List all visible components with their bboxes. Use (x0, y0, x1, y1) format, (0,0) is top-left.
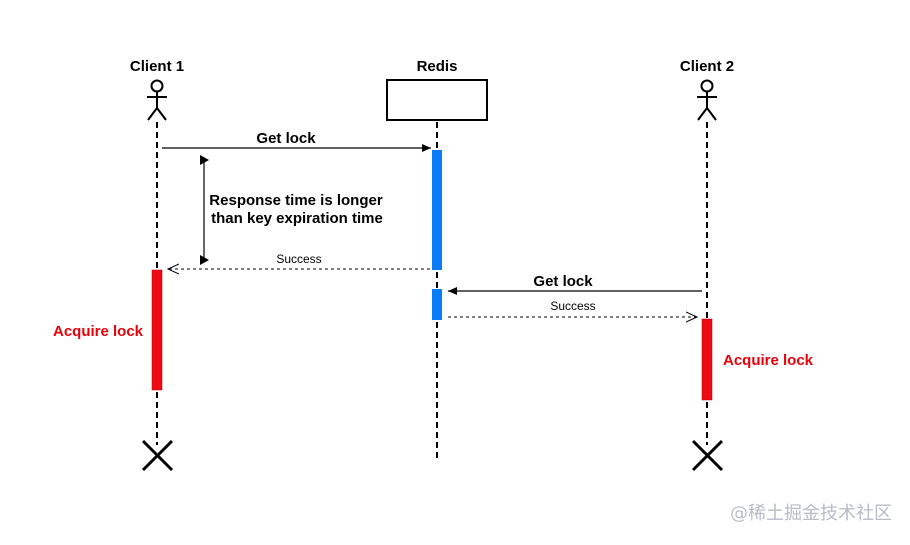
actor-client2-icon (697, 79, 717, 121)
actor-client1-icon (147, 79, 167, 121)
activation-redis-1 (432, 150, 442, 270)
destroy-client2-icon (691, 439, 724, 472)
participant-redis-label: Redis (417, 58, 458, 75)
activation-client2 (701, 318, 713, 401)
message-get-lock-2-label: Get lock (533, 273, 593, 290)
acquire-lock-client1-label: Acquire lock (53, 323, 144, 340)
note-line1: Response time is longer (209, 192, 383, 209)
message-success-2-label: Success (550, 299, 595, 313)
activation-redis-2 (432, 289, 442, 320)
message-success-1-label: Success (276, 252, 321, 266)
destroy-client1-icon (141, 439, 174, 472)
activation-client1 (151, 269, 163, 391)
participant-client1-label: Client 1 (130, 58, 184, 75)
participant-client2-label: Client 2 (680, 58, 734, 75)
message-get-lock-1-label: Get lock (256, 130, 316, 147)
acquire-lock-client2-label: Acquire lock (723, 352, 814, 369)
participant-redis-box (386, 79, 488, 121)
watermark: @稀土掘金技术社区 (730, 503, 892, 524)
note-line2: than key expiration time (211, 210, 383, 227)
